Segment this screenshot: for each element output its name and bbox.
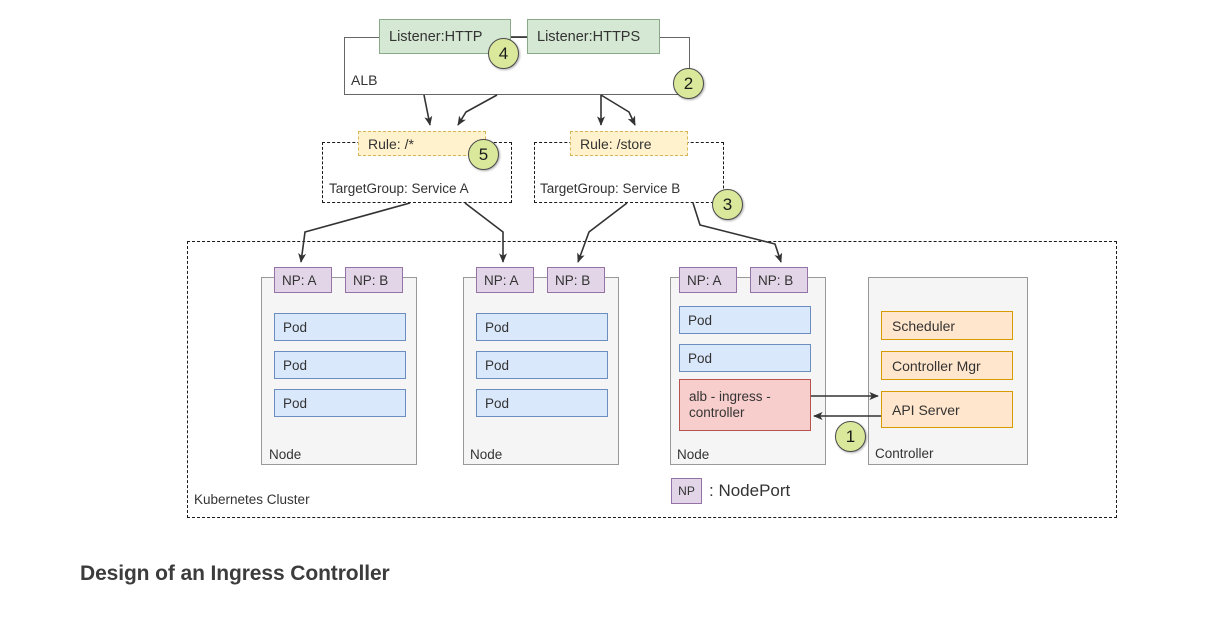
node-1-nodeport-a[interactable]: NP: A: [274, 267, 332, 293]
alb-ingress-controller-label: alb - ingress - controller: [689, 388, 771, 420]
rule-slash-store-label: Rule: /store: [580, 135, 652, 152]
controller-manager-component[interactable]: Controller Mgr: [881, 351, 1013, 380]
nodeport-legend: NP : NodePort: [671, 478, 790, 504]
node-3-nodeport-a[interactable]: NP: A: [679, 267, 737, 293]
step-badge-1: 1: [835, 421, 866, 452]
page-title: Design of an Ingress Controller: [80, 562, 390, 585]
node-1-pod-3-label: Pod: [283, 395, 308, 411]
node-2-pod-2-label: Pod: [485, 357, 510, 373]
control-plane-label: Controller: [875, 446, 934, 461]
node-3-pod-1[interactable]: Pod: [679, 306, 811, 334]
rule-slash-star-label: Rule: /*: [368, 135, 414, 152]
node-2-pod-3[interactable]: Pod: [476, 389, 608, 417]
node-2-nodeport-b[interactable]: NP: B: [547, 267, 605, 293]
api-server-label: API Server: [892, 401, 960, 418]
step-badge-2-label: 2: [683, 73, 694, 93]
node-3-pod-2-label: Pod: [688, 350, 713, 366]
step-badge-5-label: 5: [478, 144, 489, 164]
rule-slash-store[interactable]: Rule: /store: [570, 131, 688, 156]
node-2-label: Node: [470, 447, 503, 462]
scheduler-component[interactable]: Scheduler: [881, 311, 1013, 340]
rule-slash-star[interactable]: Rule: /*: [358, 131, 486, 156]
listener-http-label: Listener:HTTP: [389, 28, 483, 45]
api-server-component[interactable]: API Server: [881, 391, 1013, 428]
node-1-pod-2[interactable]: Pod: [274, 351, 406, 379]
node-2-nodeport-a-label: NP: A: [484, 272, 519, 288]
node-3-pod-1-label: Pod: [688, 312, 713, 328]
step-badge-5: 5: [468, 139, 499, 170]
node-3-pod-2[interactable]: Pod: [679, 344, 811, 372]
node-1-pod-3[interactable]: Pod: [274, 389, 406, 417]
targetgroup-b-label: TargetGroup: Service B: [540, 181, 681, 196]
listener-http[interactable]: Listener:HTTP: [379, 19, 511, 54]
targetgroup-a-label: TargetGroup: Service A: [329, 181, 469, 196]
node-1-pod-2-label: Pod: [283, 357, 308, 373]
node-1-label: Node: [269, 447, 302, 462]
nodeport-legend-chip: NP: [671, 478, 702, 504]
node-1-nodeport-b[interactable]: NP: B: [345, 267, 403, 293]
step-badge-4-label: 4: [498, 43, 509, 63]
alb-label: ALB: [351, 72, 378, 88]
kubernetes-cluster-label: Kubernetes Cluster: [194, 492, 310, 507]
node-2-pod-1[interactable]: Pod: [476, 313, 608, 341]
node-2-pod-2[interactable]: Pod: [476, 351, 608, 379]
arrow-alb-to-rule-a-2: [457, 94, 498, 126]
step-badge-3-label: 3: [722, 194, 733, 214]
node-2-pod-3-label: Pod: [485, 395, 510, 411]
node-2-nodeport-a[interactable]: NP: A: [476, 267, 534, 293]
arrow-alb-to-rule-a-1: [423, 94, 433, 126]
node-2-nodeport-b-label: NP: B: [555, 272, 591, 288]
alb-ingress-controller-pod[interactable]: alb - ingress - controller: [679, 379, 811, 431]
listener-https[interactable]: Listener:HTTPS: [527, 19, 660, 54]
node-3-nodeport-b-label: NP: B: [758, 272, 794, 288]
node-2-pod-1-label: Pod: [485, 319, 510, 335]
node-1-nodeport-a-label: NP: A: [282, 272, 317, 288]
node-3-label: Node: [677, 447, 710, 462]
controller-manager-label: Controller Mgr: [892, 357, 981, 374]
scheduler-label: Scheduler: [892, 317, 956, 334]
kubernetes-cluster-container: [187, 241, 1117, 518]
step-badge-3: 3: [712, 189, 743, 220]
arrow-alb-to-rule-b-2: [600, 94, 636, 126]
node-1-nodeport-b-label: NP: B: [353, 272, 389, 288]
node-3-nodeport-b[interactable]: NP: B: [750, 267, 808, 293]
listener-https-label: Listener:HTTPS: [537, 28, 641, 45]
step-badge-4: 4: [488, 38, 519, 69]
step-badge-1-label: 1: [845, 426, 856, 446]
node-3-nodeport-a-label: NP: A: [687, 272, 722, 288]
node-1-pod-1-label: Pod: [283, 319, 308, 335]
node-1-pod-1[interactable]: Pod: [274, 313, 406, 341]
step-badge-2: 2: [673, 68, 704, 99]
nodeport-legend-text: : NodePort: [709, 481, 791, 500]
